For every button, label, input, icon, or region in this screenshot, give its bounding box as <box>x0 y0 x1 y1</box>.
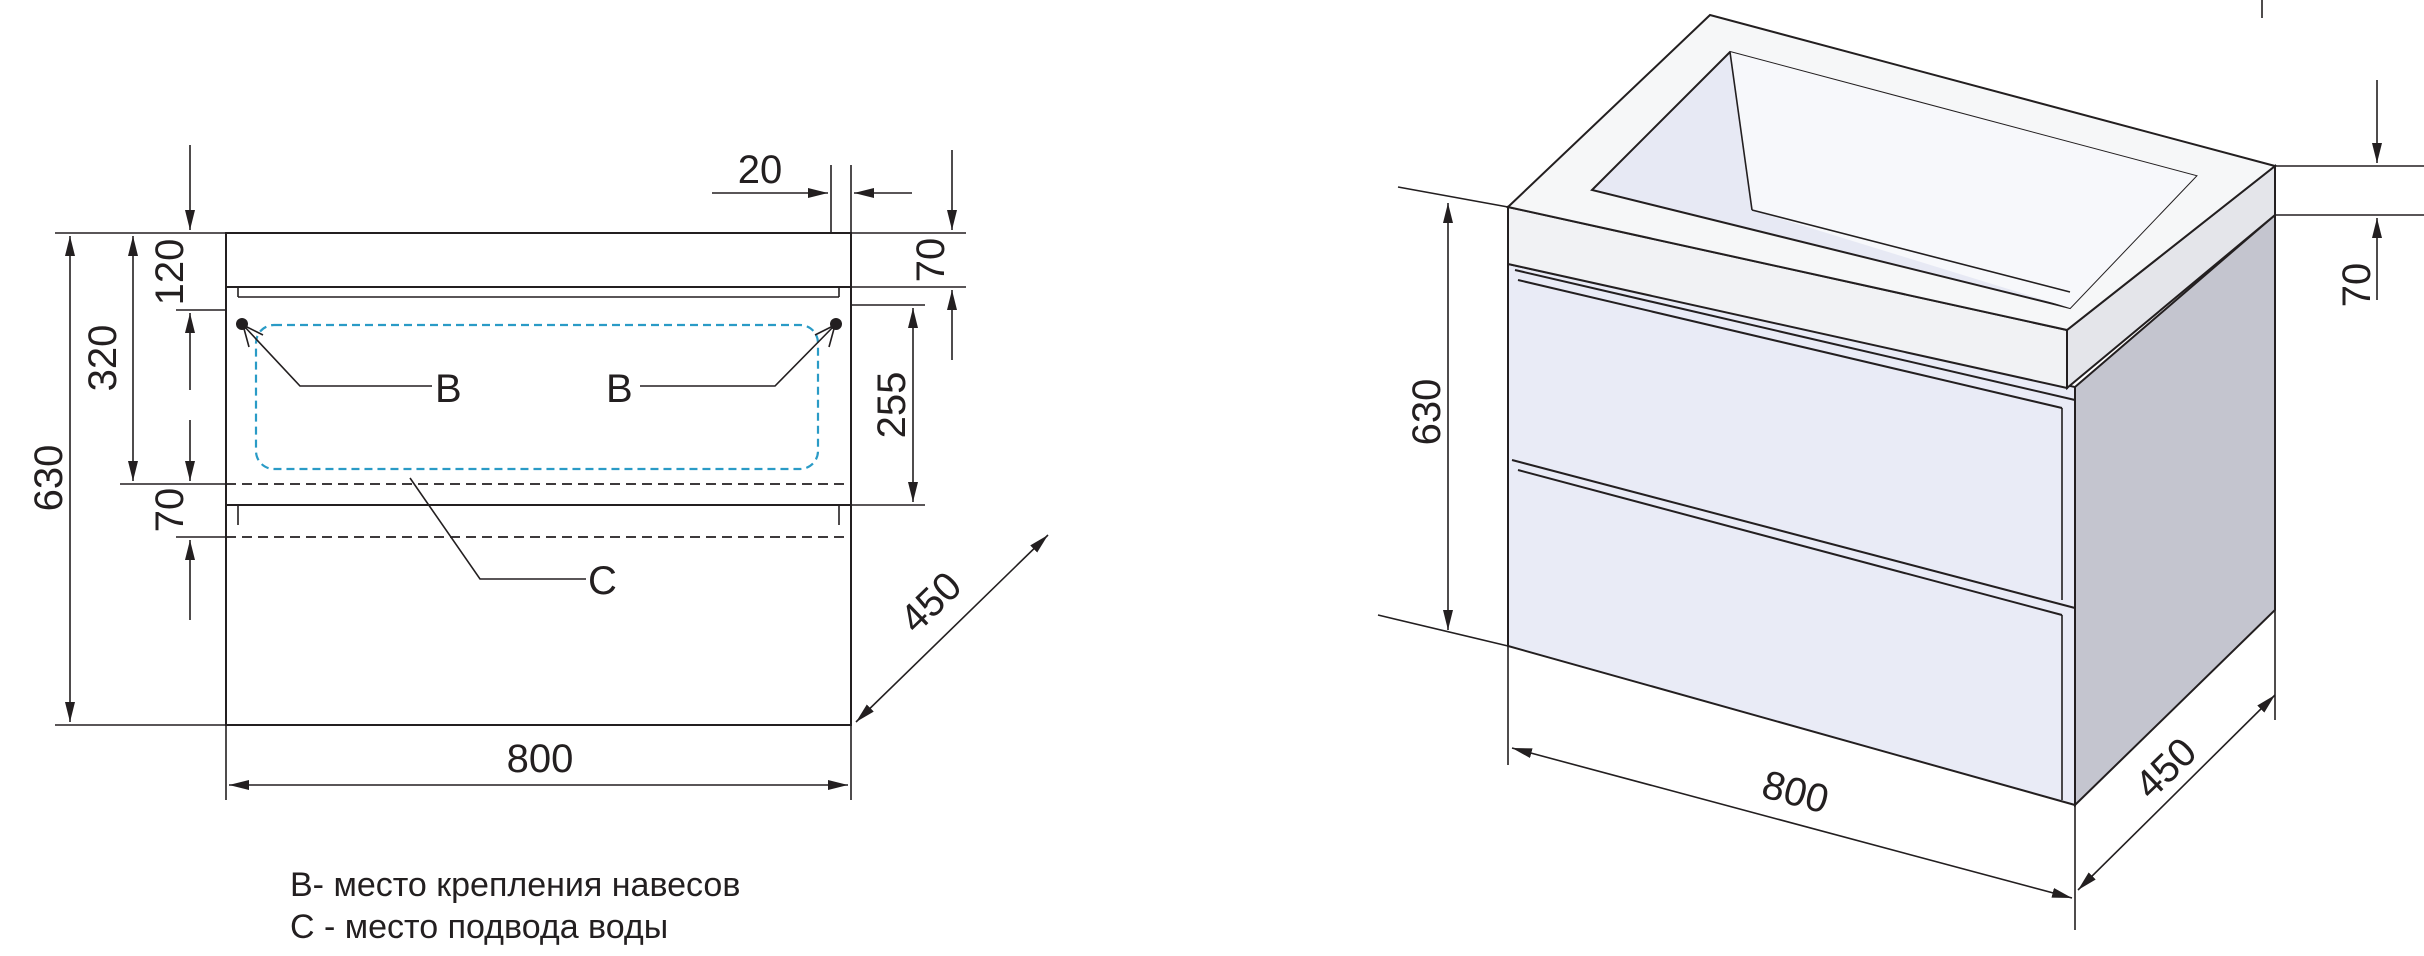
dim-front-top-20: 20 <box>738 148 783 192</box>
water-supply-zone <box>254 323 820 471</box>
dim-front-right-255: 255 <box>870 372 914 439</box>
dim-iso-height: 630 <box>1405 379 1449 446</box>
dim-front-height-total: 630 <box>27 445 71 512</box>
label-c: C <box>588 559 617 603</box>
dim-front-right-70: 70 <box>909 238 953 283</box>
dim-front-320: 320 <box>81 325 125 392</box>
label-b-left: B <box>435 367 462 411</box>
front-view: B B C 630 320 120 70 20 70 <box>27 145 1049 800</box>
dim-iso-width: 800 <box>1757 763 1833 823</box>
legend-b: В- место крепления навесов <box>290 866 741 904</box>
dim-front-gap-70: 70 <box>148 488 192 533</box>
iso-view: 630 800 450 70 <box>1377 0 2424 930</box>
cabinet-outline <box>225 232 852 726</box>
dim-front-top-120: 120 <box>148 239 192 306</box>
dim-front-depth: 450 <box>892 564 971 642</box>
legend-c: С - место подвода воды <box>290 908 669 946</box>
label-b-right: B <box>606 367 633 411</box>
iso-drawer-gap-lower <box>1511 459 2076 609</box>
iso-drawer-gap-upper <box>1514 269 2076 401</box>
dim-iso-top: 70 <box>2335 263 2379 308</box>
dim-front-width: 800 <box>507 737 574 781</box>
